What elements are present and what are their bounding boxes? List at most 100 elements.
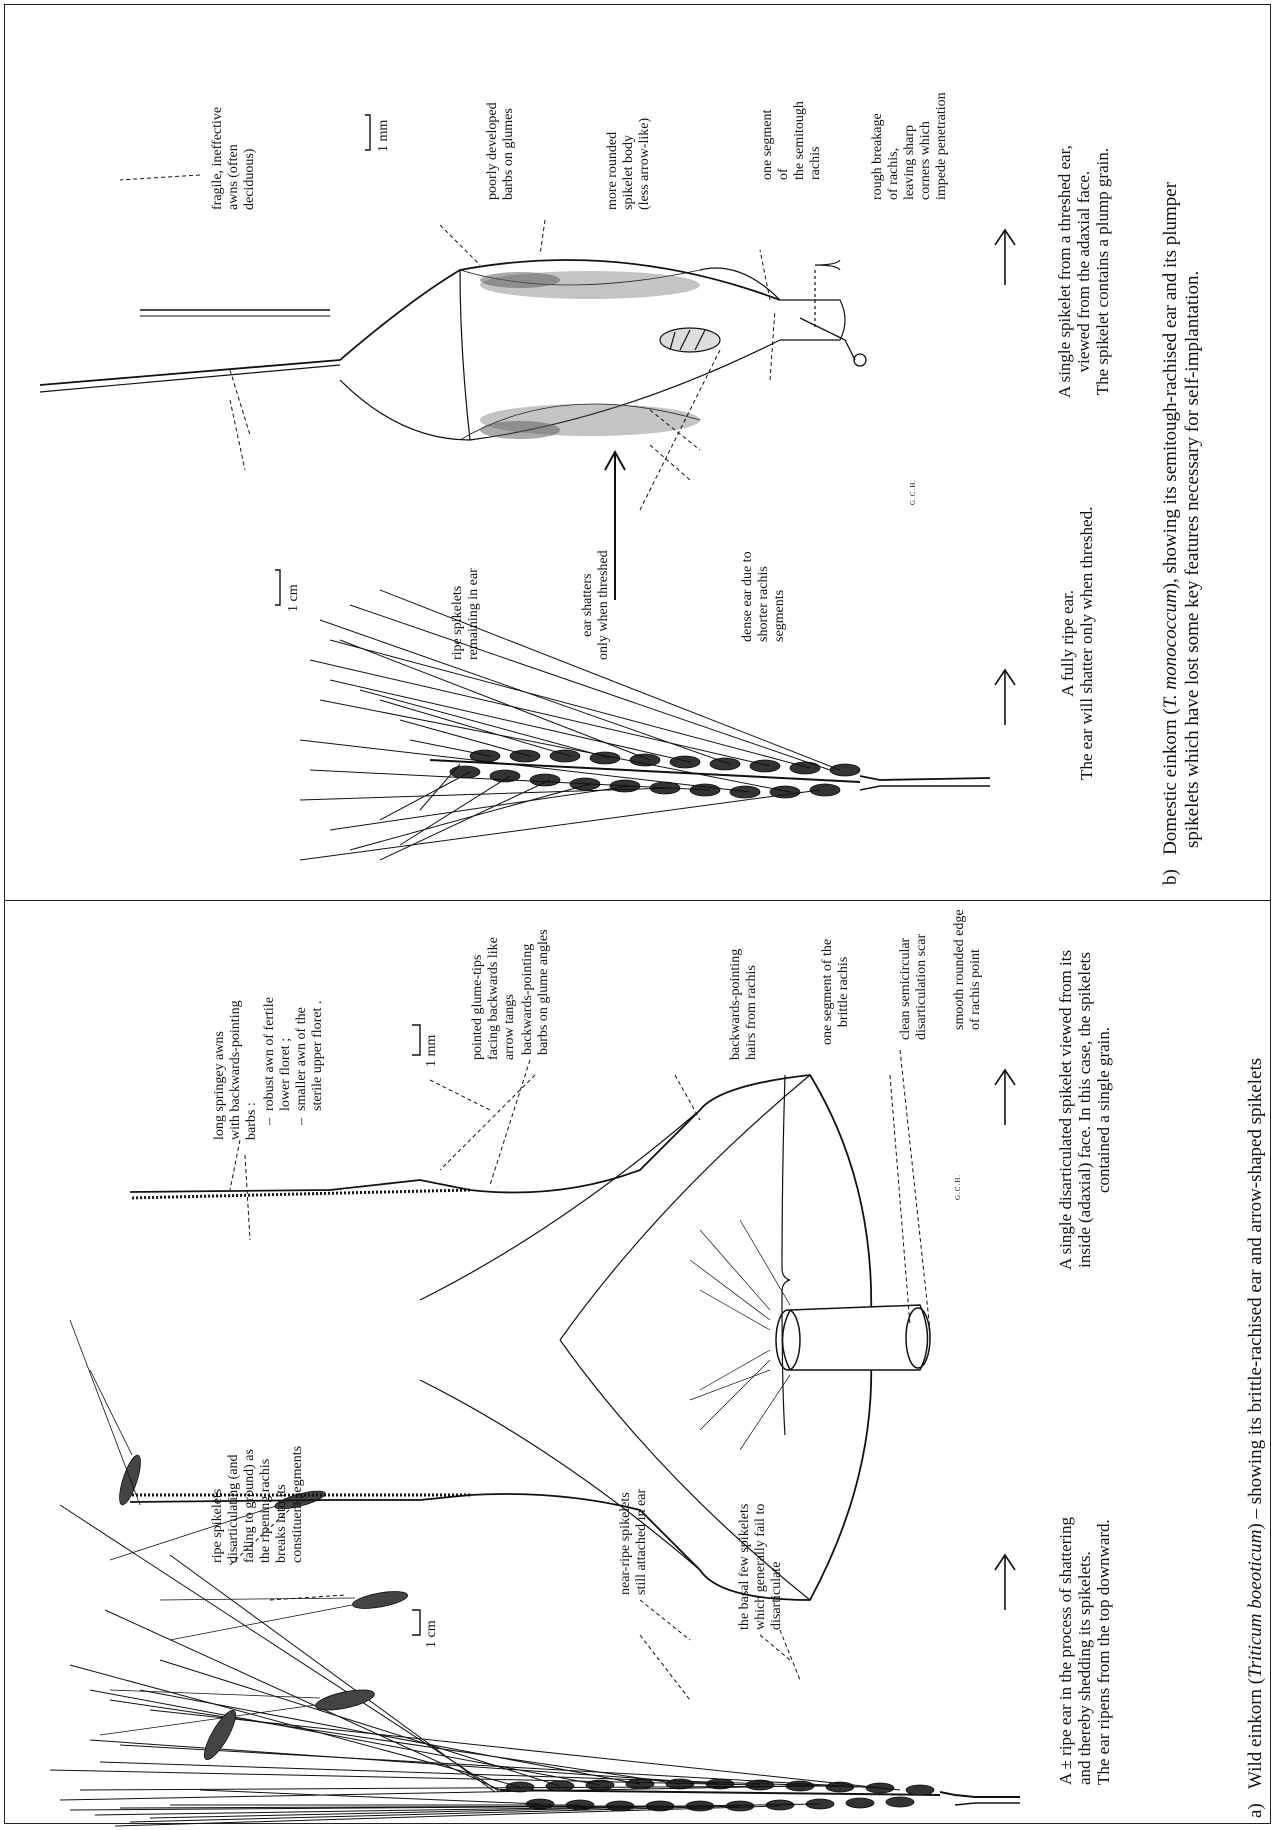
label-rachis-hairs: backwards-pointing hairs from rachis [728, 949, 760, 1060]
panel-a-caption-post: ) – showing its brittle-rachised ear and… [1245, 1058, 1266, 1530]
label-line: which generally fail to [753, 1504, 769, 1630]
label-line: the ripening rachis [258, 1446, 274, 1563]
domestic-ear-scale-label: 1 cm [286, 584, 302, 612]
label-line: clean semicircular [898, 934, 914, 1040]
label-line: shorter rachis [756, 551, 772, 642]
note-line: and thereby shedding its spikelets. [1075, 1517, 1094, 1785]
wild-ear-drawing [50, 1320, 1020, 1826]
label-line: (less arrow-like) [637, 118, 653, 210]
label-line: rough breakage [870, 92, 886, 200]
label-line: the semitough [792, 101, 808, 180]
label-line: segments [772, 551, 788, 642]
panel-b-caption: b) Domestic einkorn (T. monococcum), sho… [1160, 182, 1204, 885]
label-line: remaining in ear [466, 568, 482, 660]
label-line: barbs : [244, 1000, 260, 1140]
caption-line: b) Domestic einkorn (T. monococcum), sho… [1160, 182, 1182, 885]
label-line: ripe spikelets [210, 1446, 226, 1563]
wild-spikelet-scale-label: 1 mm [424, 1035, 440, 1067]
domestic-spikelet-drawing [40, 260, 866, 440]
label-long-awns: long springey awns with backwards-pointi… [212, 1000, 260, 1140]
label-line: barbs on glumes [501, 102, 517, 200]
label-line: only when threshed [596, 550, 612, 660]
label-line: brittle rachis [836, 939, 852, 1045]
panel-a-caption: a) Wild einkorn (Triticum boeoticum) – s… [1245, 1058, 1267, 1818]
label-line: barbs on glume angles [536, 929, 552, 1055]
label-line: facing backwards like [486, 937, 502, 1060]
domestic-spikelet-scale-label: 1 mm [376, 120, 392, 152]
wild-spikelet-notes: A single disarticulated spikelet viewed … [1056, 950, 1113, 1270]
label-line: deciduous) [242, 107, 258, 210]
label-awns-list: – robust awn of fertile lower floret ; –… [262, 997, 326, 1125]
note-line: A single disarticulated spikelet viewed … [1056, 950, 1075, 1270]
note-line: The ear will shatter only when threshed. [1077, 507, 1096, 780]
label-line: – smaller awn of the [294, 997, 310, 1125]
artist-signature-b: G.C.H. [905, 479, 921, 505]
label-line: still attached in ear [634, 1489, 650, 1595]
wild-ear-notes: A ± ripe ear in the process of shatterin… [1056, 1517, 1113, 1785]
label-line: backwards-pointing [520, 929, 536, 1055]
panel-a-species: Triticum boeoticum [1245, 1530, 1266, 1678]
label-line: – robust awn of fertile [262, 997, 278, 1125]
label-line: one segment of the [820, 939, 836, 1045]
panel-a-letter: a) [1245, 1803, 1266, 1818]
label-fragile-awns: fragile, ineffective awns (often deciduo… [210, 107, 258, 210]
label-poor-barbs: poorly developed barbs on glumes [485, 102, 517, 200]
label-line: leaving sharp [902, 92, 918, 200]
label-line: ear shatters [580, 550, 596, 660]
label-line: falling to ground) as [242, 1446, 258, 1563]
label-near-ripe: near-ripe spikelets still attached in ea… [618, 1489, 650, 1595]
label-line: disarticulating (and [226, 1446, 242, 1563]
caption-text: ), showing its semitough-rachised ear an… [1160, 182, 1181, 589]
label-line: pointed glume-tips [470, 937, 486, 1060]
label-line: sterile upper floret . [310, 997, 326, 1125]
label-line: ripe spikelets [450, 568, 466, 660]
label-line: rachis [808, 101, 824, 180]
label-line: one segment [760, 101, 776, 180]
domestic-ear-notes: A fully ripe ear. The ear will shatter o… [1058, 507, 1096, 780]
note-line: A single spikelet from a threshed ear, [1055, 145, 1074, 398]
brackets [782, 260, 840, 1435]
label-ear-shatters: ear shatters only when threshed [580, 550, 612, 660]
label-line: arrow tangs [502, 937, 518, 1060]
label-glume-barbs: backwards-pointing barbs on glume angles [520, 929, 552, 1055]
label-rounded-edge: smooth rounded edge of rachis point [952, 909, 984, 1030]
caption-text: Domestic einkorn ( [1160, 708, 1181, 855]
domestic-ear-spikelets [450, 750, 860, 798]
scale-bars [275, 115, 420, 1635]
note-line: inside (adaxial) face. In this case, the… [1075, 950, 1094, 1270]
label-line: breaks into its [274, 1446, 290, 1563]
label-line: impede penetration [934, 92, 950, 200]
label-line: poorly developed [485, 102, 501, 200]
label-line: spikelet body [621, 118, 637, 210]
label-ripe-remaining: ripe spikelets remaining in ear [450, 568, 482, 660]
note-line: A fully ripe ear. [1058, 507, 1077, 780]
label-line: of rachis, [886, 92, 902, 200]
panel-b-letter: b) [1160, 869, 1181, 885]
label-line: constituent segments [290, 1446, 306, 1563]
domestic-spikelet-notes: A single spikelet from a threshed ear, v… [1055, 145, 1112, 398]
label-line: hairs from rachis [744, 949, 760, 1060]
label-line: more rounded [605, 118, 621, 210]
label-line: awns (often [226, 107, 242, 210]
label-line: near-ripe spikelets [618, 1489, 634, 1595]
artist-signature-a: G.C.H. [950, 1174, 966, 1200]
label-rounded-body: more rounded spikelet body (less arrow-l… [605, 118, 653, 210]
note-line: The ear ripens from the top downward. [1094, 1517, 1113, 1785]
label-line: corners which [918, 92, 934, 200]
label-ripe-spikelets: ripe spikelets disarticulating (and fall… [210, 1446, 306, 1563]
label-brittle-segment: one segment of the brittle rachis [820, 939, 852, 1045]
label-line: lower floret ; [278, 997, 294, 1125]
note-line: viewed from the adaxial face. [1074, 145, 1093, 398]
label-line: long springey awns [212, 1000, 228, 1140]
list-item-text: robust awn of fertile [262, 997, 277, 1111]
note-line: contained a single grain. [1094, 950, 1113, 1270]
label-line: of [776, 101, 792, 180]
domestic-spikelet-stipple [480, 271, 700, 439]
label-disarticulation-scar: clean semicircular disarticulation scar [898, 934, 930, 1040]
note-line: The spikelet contains a plump grain. [1093, 145, 1112, 398]
label-line: disarticulate [769, 1504, 785, 1630]
label-line: smooth rounded edge [952, 909, 968, 1030]
label-line: disarticulation scar [914, 934, 930, 1040]
caption-text: spikelets which have lost some key featu… [1182, 271, 1203, 848]
